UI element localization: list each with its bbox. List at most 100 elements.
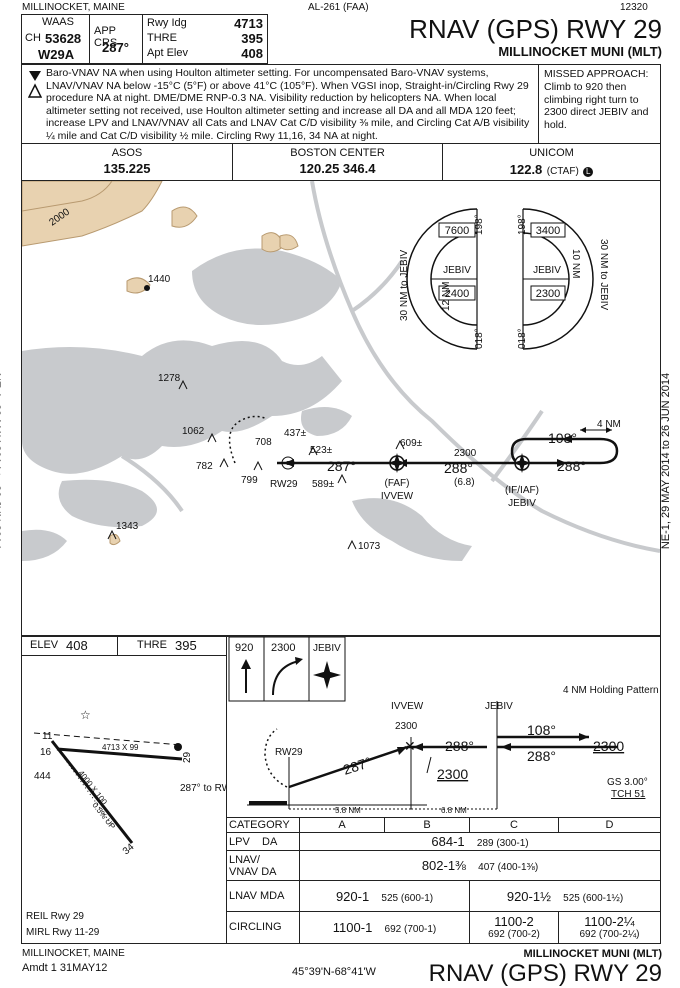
icon-fix-jebiv: JEBIV: [313, 643, 341, 654]
hold-out-course: 108°: [548, 430, 577, 446]
faf-course: 288°: [444, 460, 473, 476]
taa-right-outer: 30 NM to JEBIV: [598, 239, 609, 310]
papi-icon: [174, 743, 182, 751]
svg-text:589±: 589±: [312, 479, 335, 490]
icon-alt-920: 920: [235, 642, 253, 654]
min-header-b: B: [384, 816, 471, 834]
taa-right: 3400 2300 JEBIV 198° 018° 30 NM to JEBIV…: [517, 208, 609, 350]
rwy-data-box: Rwy Idg 4713 THRE 395 Apt Elev 408: [142, 14, 268, 64]
procedure-number: 12320: [620, 2, 648, 13]
faf-name: IVVEW: [381, 491, 414, 502]
profile-tch: TCH 51: [611, 789, 646, 800]
profile-course-out: 108°: [527, 722, 556, 738]
taa-left-inner: 12 NM: [441, 282, 452, 311]
taa-right-alt1: 3400: [536, 225, 560, 237]
taa-left: 7600 2400 JEBIV 198° 018° 30 NM to JEBIV…: [399, 208, 485, 350]
app-crs-label: APP CRS: [94, 25, 118, 49]
faf-role: (FAF): [385, 478, 410, 489]
faf-fix-icon: [387, 453, 407, 473]
comm-unicom-freq: 122.8: [509, 162, 543, 177]
profile-x-mark: ✕: [404, 738, 416, 754]
water-bodies: [22, 248, 472, 561]
svg-text:609±: 609±: [400, 438, 423, 449]
taa-right-fix: JEBIV: [533, 265, 561, 276]
thre-value: 395: [241, 31, 263, 46]
svg-text:782: 782: [196, 461, 213, 472]
footer-amdt: Amdt 1 31MAY12: [22, 962, 108, 974]
taa-left-outer: 30 NM to JEBIV: [399, 250, 410, 321]
min-circling-ab: 1100-1 692 (700-1): [298, 910, 471, 945]
taa-left-alt2: 2400: [445, 288, 469, 300]
hold-leg-length: 4 NM: [597, 419, 621, 430]
waas-label: WAAS: [42, 16, 74, 28]
final-course-label: 287°: [327, 458, 356, 474]
missed-approach-icons: 920 2300 JEBIV: [228, 637, 346, 702]
comm-unicom-name: UNICOM: [529, 147, 574, 159]
notes-text: Baro-VNAV NA when using Houlton altimete…: [46, 67, 530, 142]
thre-label: THRE: [147, 32, 177, 44]
svg-text:1278: 1278: [158, 373, 181, 384]
profile-gs: GS 3.00°: [607, 777, 648, 788]
beacon-icon: ☆: [80, 708, 91, 722]
side-text-right: NE-1, 29 MAY 2014 to 26 JUN 2014: [660, 372, 673, 550]
comm-center-name: BOSTON CENTER: [290, 147, 385, 159]
profile-view: 920 2300 JEBIV IVVEW 2300 ✕ JEBIV 4 NM: [226, 636, 661, 818]
obstacle-1278: 1278: [158, 373, 188, 390]
rwy-idg-label: Rwy Idg: [147, 17, 187, 29]
svg-text:799: 799: [241, 475, 258, 486]
obstacle-782: 782: [196, 457, 229, 472]
taa-left-fix: JEBIV: [443, 265, 471, 276]
approach-labels: 287° 2300 288° (6.8) (FAF) IVVEW (IF/IAF…: [270, 419, 621, 509]
footer-airport: MILLINOCKET MUNI (MLT): [523, 948, 663, 960]
min-lpv-label: LPV DA: [226, 832, 300, 852]
profile-course-in: 288°: [527, 748, 556, 764]
elev-444: 444: [34, 771, 51, 782]
minimums-table: CATEGORY A B C D LPV DA 684-1 289 (300-1…: [226, 816, 662, 945]
min-lpv-values: 684-1 289 (300-1): [299, 832, 661, 852]
svg-text:708: 708: [255, 437, 272, 448]
min-circling-label: CIRCLING: [226, 910, 300, 945]
comm-unicom-note: (CTAF): [546, 166, 579, 177]
obstacles: 1440 1278 1062 782 708 799 437± 523± 589…: [107, 274, 423, 552]
icon-alt-2300: 2300: [271, 642, 295, 654]
missed-approach-text: MISSED APPROACH: Climb to 920 then climb…: [544, 68, 649, 132]
faf-alt: 2300: [454, 448, 477, 459]
min-header-category: CATEGORY: [226, 816, 300, 834]
profile-ivvew-alt: 2300: [395, 721, 418, 732]
obstacle-437: 437±: [284, 428, 307, 439]
rwy-label: RW29: [270, 479, 298, 490]
taa-right-alt2: 2300: [536, 288, 560, 300]
profile-svg: 920 2300 JEBIV IVVEW 2300 ✕ JEBIV 4 NM: [228, 637, 659, 815]
profile-course-final: 287°: [341, 754, 373, 778]
notes-box: Baro-VNAV NA when using Houlton altimete…: [21, 64, 661, 144]
taa-left-brg1: 198°: [474, 214, 485, 235]
faf-dist: (6.8): [454, 477, 475, 488]
thre-diagram-value: 395: [175, 638, 197, 653]
profile-jebiv: JEBIV: [485, 701, 513, 712]
city-state: MILLINOCKET, MAINE: [22, 2, 125, 13]
notes-symbols-icon: [28, 71, 42, 98]
plan-view-map: 2000 7600 2400 JEBIV 198° 018° 30 NM to …: [22, 181, 660, 561]
ch-value: 53628: [45, 31, 82, 46]
hold-in-course: 288°: [557, 458, 586, 474]
rwy-end-34: 34: [121, 841, 137, 857]
svg-text:1440: 1440: [148, 274, 171, 285]
obstacle-799: 799: [241, 460, 263, 486]
min-lnav-mda-ab: 920-1 525 (600-1): [298, 880, 471, 912]
min-header-c: C: [469, 816, 559, 834]
airport-name: MILLINOCKET MUNI (MLT): [498, 44, 662, 59]
svg-text:1062: 1062: [182, 426, 205, 437]
rwy-cross-dims: 4000 X 100: [76, 769, 109, 807]
iaf-name: JEBIV: [508, 498, 536, 509]
iaf-fix-icon: [512, 453, 532, 473]
rwy-end-16: 16: [40, 747, 52, 758]
obstacle-708: 708: [255, 437, 272, 448]
turn-arrow-icon: [272, 660, 300, 696]
rwy-main-dims: 4713 X 99: [102, 743, 139, 752]
ch-label: CH: [25, 32, 41, 44]
app-crs-box: APP CRS 287°: [89, 14, 143, 64]
side-text-left: NE-1, 29 MAY 2014 to 26 JUN 2014: [0, 372, 3, 550]
iaf-role: (IF/IAF): [505, 485, 539, 496]
min-header-a: A: [298, 816, 386, 834]
